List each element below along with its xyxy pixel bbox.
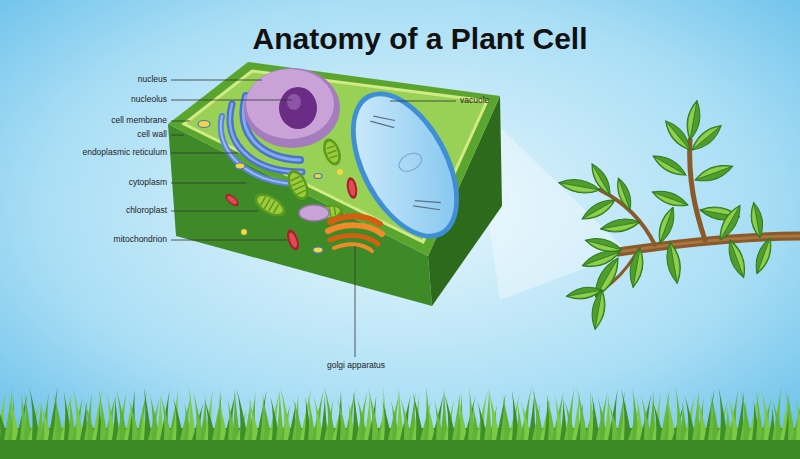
leaf xyxy=(684,100,703,141)
part-label: endoplasmic reticulum xyxy=(82,148,167,158)
grass-blade xyxy=(792,395,800,440)
grass-blade xyxy=(796,397,800,440)
tree-branch xyxy=(600,140,800,290)
leaf xyxy=(748,202,765,239)
vesicle xyxy=(299,205,329,221)
cytoplasm-granules xyxy=(198,121,343,254)
leaf xyxy=(664,241,684,285)
leader-lines xyxy=(171,80,456,357)
leaf xyxy=(587,161,614,198)
part-label: mitochondrion xyxy=(114,235,167,245)
leaf xyxy=(650,151,689,180)
leaf xyxy=(584,235,624,256)
leaf-cluster xyxy=(558,100,776,331)
part-label: chloroplast xyxy=(126,206,167,216)
cell-wall-top xyxy=(168,62,500,256)
leaf xyxy=(627,247,646,288)
leaf xyxy=(614,176,635,211)
leaf xyxy=(661,117,694,153)
part-label: vacuole xyxy=(460,96,489,106)
part-label: cytoplasm xyxy=(129,178,167,188)
leaf xyxy=(655,205,679,245)
leaf xyxy=(579,195,618,224)
leaf xyxy=(715,202,745,243)
leaf xyxy=(650,187,690,211)
grass-blade xyxy=(368,388,380,440)
grass-blade xyxy=(621,389,632,440)
leaf xyxy=(693,161,735,186)
mitochondrion xyxy=(223,176,359,252)
leaf xyxy=(566,285,603,302)
part-label: golgi apparatus xyxy=(327,361,385,371)
part-label: nucleus xyxy=(138,75,167,85)
diagram-title: Anatomy of a Plant Cell xyxy=(252,22,587,55)
leaf xyxy=(688,121,724,154)
grass xyxy=(0,386,800,459)
leaf xyxy=(724,238,749,280)
part-label: cell membrane xyxy=(111,116,167,126)
leaf xyxy=(600,216,641,235)
part-label: nucleolus xyxy=(131,95,167,105)
vacuole xyxy=(329,74,482,257)
golgi-apparatus xyxy=(328,216,382,251)
cell-box xyxy=(168,62,502,306)
leaf xyxy=(752,236,776,276)
grass-blade xyxy=(324,386,336,440)
part-label: cell wall xyxy=(137,130,167,140)
chloroplast xyxy=(251,136,345,221)
